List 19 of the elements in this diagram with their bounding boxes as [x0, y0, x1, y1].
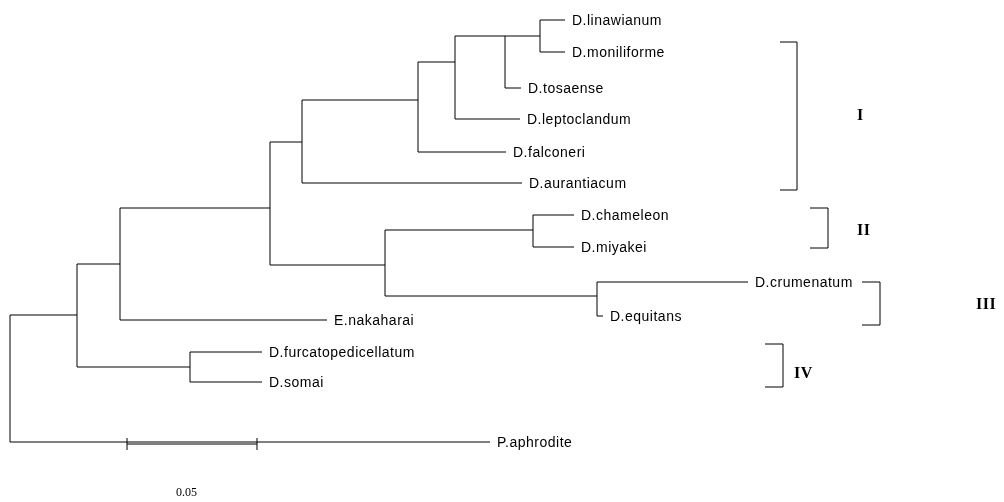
taxon-label: D.somai: [269, 374, 324, 390]
clade-label: I: [857, 107, 864, 123]
taxon-label: P.aphrodite: [497, 434, 573, 450]
taxon-label: D.tosaense: [528, 80, 604, 96]
taxon-label: E.nakaharai: [334, 312, 415, 328]
clade-label: II: [857, 222, 871, 238]
taxon-label: D.falconeri: [513, 144, 586, 160]
taxon-label: D.miyakei: [581, 239, 647, 255]
clade-label: IV: [794, 365, 813, 381]
taxon-label: D.chameleon: [581, 207, 669, 223]
taxon-label: D.crumenatum: [755, 274, 853, 290]
taxon-label: D.linawianum: [572, 12, 663, 28]
taxon-label: D.aurantiacum: [529, 175, 627, 191]
clade-label: III: [976, 296, 997, 312]
taxon-label: D.leptoclandum: [527, 111, 632, 127]
taxon-label: D.furcatopedicellatum: [269, 344, 415, 360]
scale-label: 0.05: [176, 484, 197, 500]
taxon-label: D.moniliforme: [572, 44, 665, 60]
taxon-label: D.equitans: [610, 308, 682, 324]
